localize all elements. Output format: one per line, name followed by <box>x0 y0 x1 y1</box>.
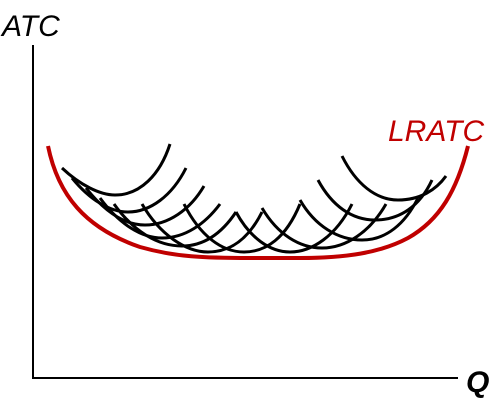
short-run-curve-8 <box>234 203 354 254</box>
short-run-curve-7 <box>182 203 302 254</box>
short-run-curve-6 <box>140 203 264 254</box>
short-run-curve-10 <box>298 197 420 242</box>
short-run-curve-4 <box>98 197 222 240</box>
x-axis-label: Q <box>466 366 489 399</box>
lratc-curve <box>46 145 470 260</box>
short-run-curve-2 <box>70 167 188 214</box>
short-run-curve-1 <box>60 143 172 197</box>
short-run-curve-12 <box>340 155 448 202</box>
y-axis-label: ATC <box>0 10 60 43</box>
short-run-curves <box>60 143 448 254</box>
short-run-curve-3 <box>84 185 206 227</box>
short-run-curve-11 <box>316 179 434 222</box>
short-run-curve-9 <box>260 203 388 250</box>
lratc-label: LRATC <box>388 115 484 148</box>
